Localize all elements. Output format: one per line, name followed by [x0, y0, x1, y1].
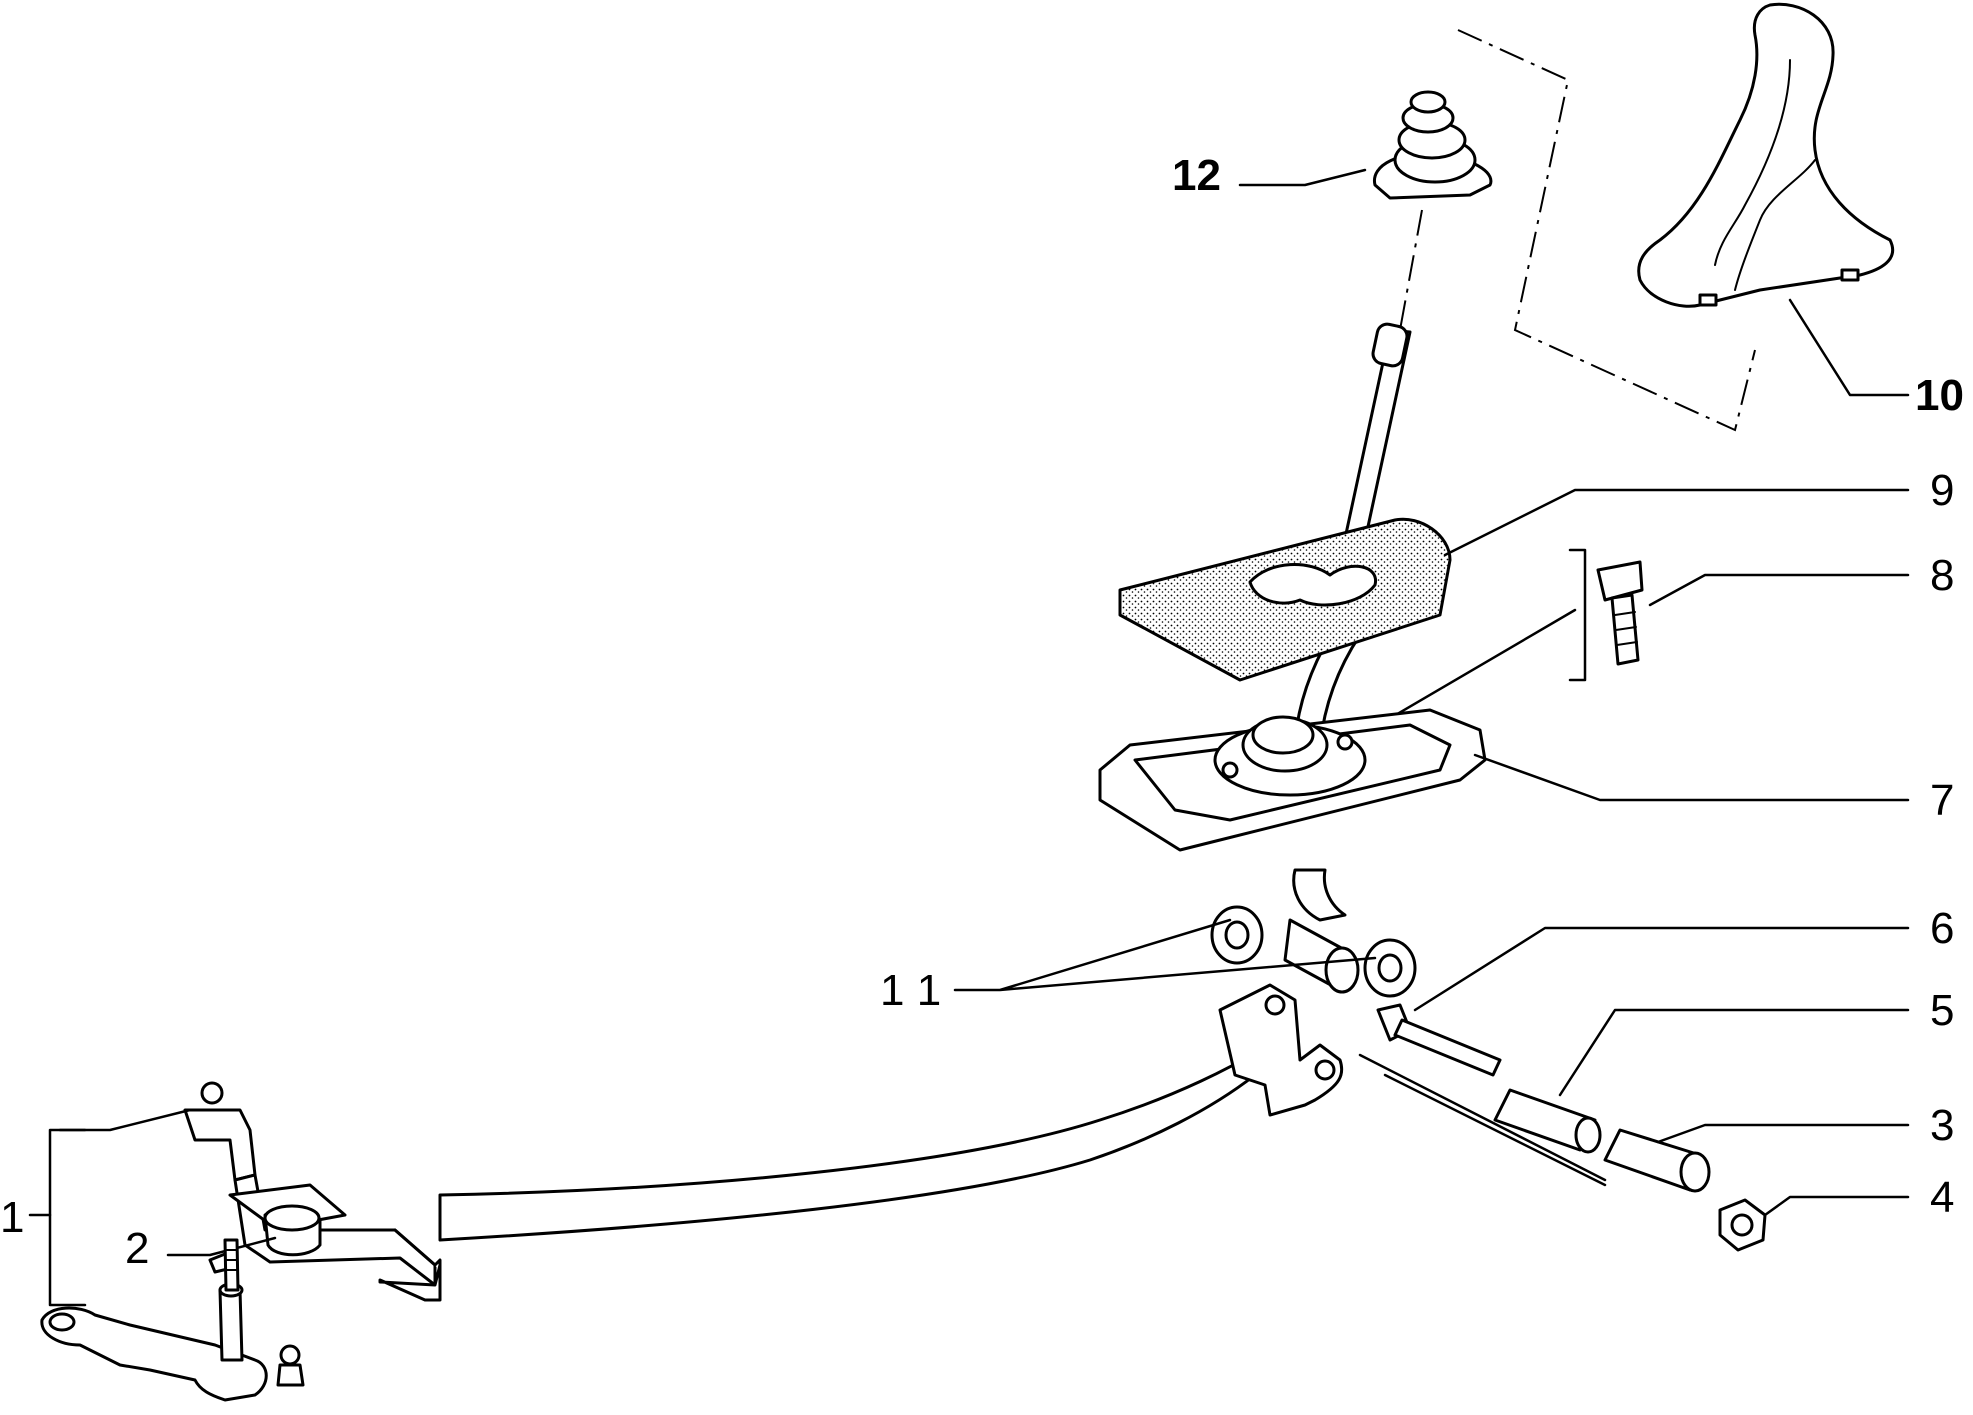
leader-line-2: [166, 1236, 277, 1257]
leader-line-9: [1443, 488, 1910, 557]
callout-9: 9: [1930, 466, 1954, 515]
assembly-line: [1358, 1053, 1607, 1187]
spacer-part: [1493, 1088, 1602, 1154]
boot-assembly-dashed-line: [1457, 29, 1756, 432]
leader-line-12: [1238, 168, 1367, 187]
lower-lever-part: [40, 1238, 305, 1402]
bracket-lever-part: [183, 1081, 442, 1302]
leader-line-5: [1558, 1008, 1910, 1097]
leader-line-8b: [1368, 608, 1577, 732]
callout-3: 3: [1930, 1101, 1954, 1150]
leader-line-11: [953, 918, 1377, 992]
callout-6: 6: [1930, 904, 1954, 953]
callout-10: 10: [1915, 371, 1964, 420]
base-plate-part: [1098, 708, 1487, 852]
shift-rod-part: [438, 983, 1344, 1242]
callout-1: 1: [0, 1193, 24, 1242]
bushing-part: [1210, 905, 1417, 998]
bolt-part: [1596, 560, 1644, 666]
bracket-8: [1568, 548, 1587, 682]
callout-5: 5: [1930, 986, 1954, 1035]
leader-line-8: [1648, 573, 1910, 607]
callout-12: 12: [1172, 151, 1221, 200]
callout-2: 2: [125, 1224, 149, 1273]
leader-line-7: [1473, 753, 1910, 802]
callout-11: 1 1: [880, 966, 941, 1015]
bracket-1: [48, 1128, 87, 1307]
leader-line-4: [1763, 1195, 1910, 1217]
rubber-gaiter-part: [1373, 90, 1493, 200]
leader-line-6: [1413, 926, 1910, 1012]
sleeve-part: [1603, 1128, 1711, 1193]
callout-8: 8: [1930, 551, 1954, 600]
plug-part: [263, 1204, 322, 1257]
gaiter-dashed-line: [1399, 209, 1423, 331]
leader-line-1: [28, 1108, 192, 1217]
leader-line-10: [1788, 298, 1910, 397]
pin-bolt-part: [1376, 1003, 1502, 1077]
callout-7: 7: [1930, 776, 1954, 825]
nut-part: [1718, 1198, 1767, 1252]
callout-4: 4: [1930, 1173, 1954, 1222]
gear-boot-part: [1637, 2, 1895, 308]
foam-pad-part: [1118, 517, 1452, 682]
leader-line-3: [1656, 1123, 1910, 1144]
